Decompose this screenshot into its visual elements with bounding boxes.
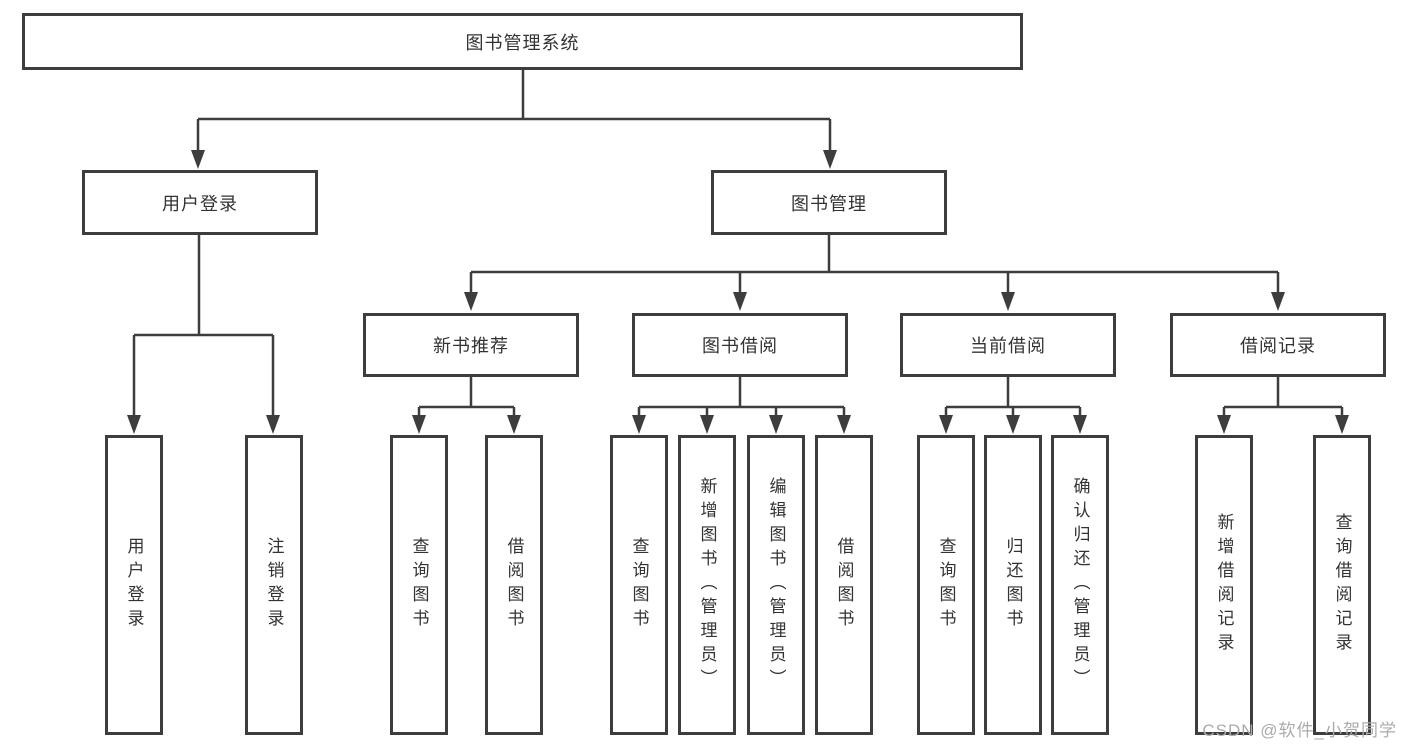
csdn-watermark: CSDN @软件_小贺同学 <box>1202 721 1397 740</box>
arrowheads-level2 <box>191 150 837 169</box>
node-root-label: 图书管理系统 <box>465 32 580 53</box>
connector-current-borrow-children <box>944 377 1082 416</box>
leaf-bb-edit-book-admin: 编辑图书（管理员） <box>747 435 805 735</box>
leaf-bb-add-book-admin: 新增图书（管理员） <box>678 435 736 735</box>
node-new-book-recommend: 新书推荐 <box>363 313 579 377</box>
leaf-nb-borrow-book: 借阅图书 <box>485 435 543 735</box>
connector-new-book-children <box>417 377 516 416</box>
leaf-nb-borrow-book-label: 借阅图书 <box>504 537 524 633</box>
leaf-bb-query-book: 查询图书 <box>610 435 668 735</box>
arrowheads-current-borrow-children <box>939 415 1087 434</box>
leaf-user-login-label: 用户登录 <box>124 537 144 633</box>
node-user-login-label: 用户登录 <box>162 193 238 214</box>
leaf-logout-label: 注销登录 <box>264 537 284 633</box>
leaf-br-add-record-label: 新增借阅记录 <box>1214 513 1234 657</box>
leaf-cb-return-book: 归还图书 <box>984 435 1042 735</box>
leaf-bb-edit-book-admin-label: 编辑图书（管理员） <box>766 477 786 693</box>
leaf-cb-confirm-return-admin-label: 确认归还（管理员） <box>1070 477 1090 693</box>
leaf-bb-add-book-admin-label: 新增图书（管理员） <box>697 477 717 693</box>
leaf-cb-query-book: 查询图书 <box>917 435 975 735</box>
node-user-login: 用户登录 <box>82 170 318 235</box>
node-new-book-recommend-label: 新书推荐 <box>433 336 509 356</box>
leaf-bb-query-book-label: 查询图书 <box>629 537 649 633</box>
arrowheads-borrow-records-children <box>1217 415 1349 434</box>
node-book-borrow-label: 图书借阅 <box>702 336 778 356</box>
leaf-cb-confirm-return-admin: 确认归还（管理员） <box>1051 435 1109 735</box>
arrowheads-book-borrow-children <box>632 415 851 434</box>
node-borrow-records: 借阅记录 <box>1170 313 1386 377</box>
connector-book-borrow-children <box>637 377 846 416</box>
node-root: 图书管理系统 <box>22 13 1023 70</box>
leaf-logout: 注销登录 <box>245 435 303 735</box>
leaf-bb-borrow-book: 借阅图书 <box>815 435 873 735</box>
connector-book-management-sections <box>469 235 1280 293</box>
node-book-management-label: 图书管理 <box>791 193 867 214</box>
leaf-cb-query-book-label: 查询图书 <box>936 537 956 633</box>
leaf-nb-query-book-label: 查询图书 <box>409 537 429 633</box>
leaf-bb-borrow-book-label: 借阅图书 <box>834 537 854 633</box>
arrowheads-user-login-children <box>127 415 280 434</box>
node-book-borrow: 图书借阅 <box>632 313 848 377</box>
node-book-management: 图书管理 <box>711 170 947 235</box>
arrowheads-new-book-children <box>412 415 521 434</box>
connector-borrow-records-children <box>1222 377 1344 416</box>
connector-root-to-level2 <box>196 70 832 151</box>
node-current-borrow-label: 当前借阅 <box>970 336 1046 356</box>
leaf-nb-query-book: 查询图书 <box>390 435 448 735</box>
node-current-borrow: 当前借阅 <box>900 313 1116 377</box>
leaf-cb-return-book-label: 归还图书 <box>1003 537 1023 633</box>
node-borrow-records-label: 借阅记录 <box>1240 336 1316 356</box>
leaf-br-query-record: 查询借阅记录 <box>1313 435 1371 735</box>
connector-user-login-children <box>132 235 275 416</box>
arrowheads-sections <box>464 292 1285 311</box>
leaf-user-login: 用户登录 <box>105 435 163 735</box>
leaf-br-query-record-label: 查询借阅记录 <box>1332 513 1352 657</box>
leaf-br-add-record: 新增借阅记录 <box>1195 435 1253 735</box>
